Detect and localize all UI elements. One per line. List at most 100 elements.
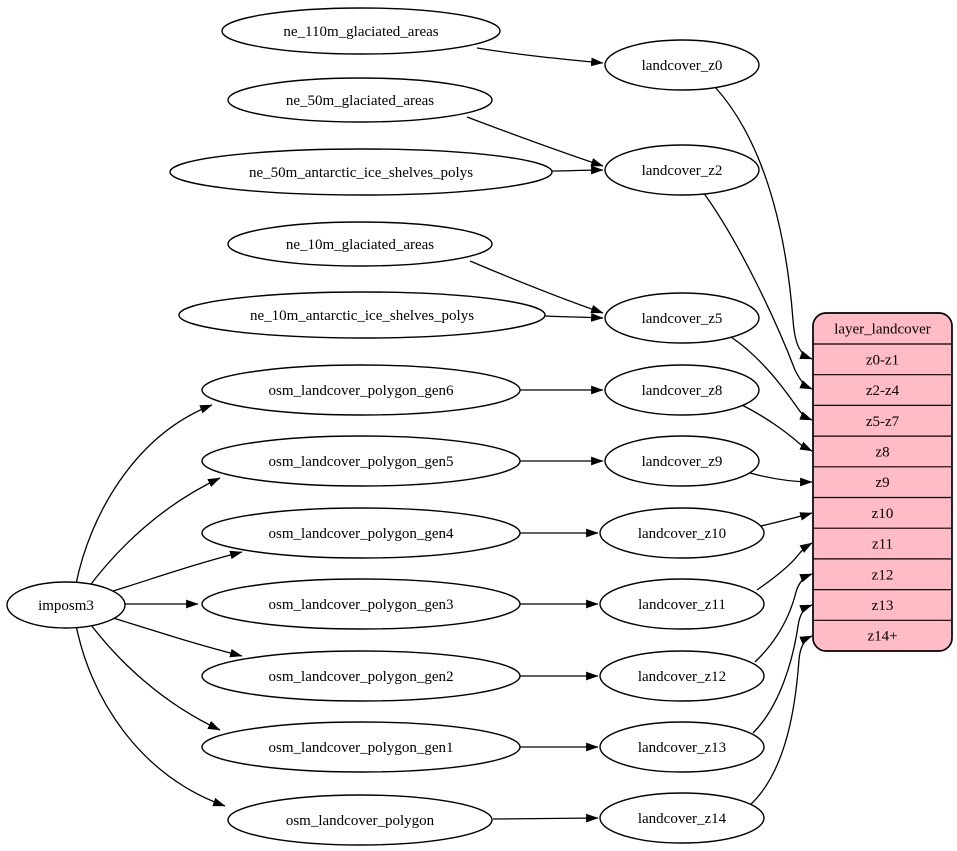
node-label-ne-110m-glaciated-areas: ne_110m_glaciated_areas [283,24,438,40]
node-label-osm-landcover-polygon-gen5: osm_landcover_polygon_gen5 [269,454,454,470]
node-ellipse-landcover-z5 [604,292,760,344]
edge-landcover-z2-to-layer-landcover-z2-z4 [702,191,813,390]
node-label-landcover-z10: landcover_z10 [638,526,726,542]
node-label-landcover-z2: landcover_z2 [642,163,723,179]
node-osm-landcover-polygon-gen6: osm_landcover_polygon_gen6 [201,364,521,416]
node-ellipse-ne-10m-antarctic-ice-shelves-polys [178,291,546,339]
node-ellipse-ne-50m-glaciated-areas [227,77,493,123]
edge-imposm3-to-osm-landcover-polygon-gen1 [87,620,221,731]
node-landcover-z13: landcover_z13 [599,721,765,773]
record-row-z9: z9 [875,475,889,491]
record-row-z11: z11 [872,537,893,553]
node-label-osm-landcover-polygon-gen2: osm_landcover_polygon_gen2 [269,669,454,685]
node-label-osm-landcover-polygon-gen4: osm_landcover_polygon_gen4 [269,526,454,542]
node-landcover-z2: landcover_z2 [604,144,760,196]
node-ellipse-osm-landcover-polygon-gen6 [201,364,521,416]
edge-landcover-z14-to-layer-landcover-z14plus [749,635,813,806]
node-ellipse-osm-landcover-polygon-gen4 [201,507,521,559]
node-ellipse-imposm3 [6,581,126,629]
record-row-z13: z13 [872,598,894,614]
edge-imposm3-to-osm-landcover-polygon-gen2 [109,616,243,658]
node-ellipse-landcover-z13 [599,721,765,773]
node-label-ne-50m-antarctic-ice-shelves-polys: ne_50m_antarctic_ice_shelves_polys [249,165,473,181]
node-label-ne-10m-glaciated-areas: ne_10m_glaciated_areas [286,237,434,253]
edge-landcover-z8-to-layer-landcover-z8 [739,403,813,452]
edge-ne-10m-glaciated-areas-to-landcover-z5 [469,260,604,314]
record-row-z2-z4: z2-z4 [866,383,900,399]
node-osm-landcover-polygon-gen1: osm_landcover_polygon_gen1 [201,721,521,773]
record-row-z8: z8 [875,444,889,460]
node-ellipse-landcover-z8 [604,364,760,416]
node-label-imposm3: imposm3 [38,598,94,614]
edge-osm-landcover-polygon-to-landcover-z14 [492,813,599,823]
node-label-landcover-z0: landcover_z0 [642,58,723,74]
node-ne-10m-glaciated-areas: ne_10m_glaciated_areas [227,221,493,267]
edge-ne-10m-antarctic-ice-shelves-polys-to-landcover-z5 [544,313,604,322]
node-label-landcover-z5: landcover_z5 [642,311,723,327]
record-outline [812,312,953,652]
node-label-landcover-z11: landcover_z11 [638,597,726,613]
node-label-osm-landcover-polygon-gen3: osm_landcover_polygon_gen3 [269,597,454,613]
node-ellipse-osm-landcover-polygon-gen3 [201,578,521,630]
node-osm-landcover-polygon-gen4: osm_landcover_polygon_gen4 [201,507,521,559]
node-landcover-z10: landcover_z10 [599,507,765,559]
edge-imposm3-to-osm-landcover-polygon [75,624,226,807]
node-ellipse-landcover-z12 [599,650,765,702]
node-ne-10m-antarctic-ice-shelves-polys: ne_10m_antarctic_ice_shelves_polys [178,291,546,339]
node-landcover-z8: landcover_z8 [604,364,760,416]
node-ellipse-ne-50m-antarctic-ice-shelves-polys [169,148,553,196]
node-ellipse-landcover-z2 [604,144,760,196]
node-landcover-z0: landcover_z0 [604,39,760,91]
node-label-osm-landcover-polygon-gen6: osm_landcover_polygon_gen6 [269,383,454,399]
node-osm-landcover-polygon: osm_landcover_polygon [227,794,493,846]
node-osm-landcover-polygon-gen3: osm_landcover_polygon_gen3 [201,578,521,630]
node-landcover-z12: landcover_z12 [599,650,765,702]
node-label-landcover-z14: landcover_z14 [638,811,727,827]
node-landcover-z14: landcover_z14 [599,792,765,844]
node-label-osm-landcover-polygon: osm_landcover_polygon [286,813,435,829]
edge-landcover-z10-to-layer-landcover-z10 [760,512,813,527]
node-osm-landcover-polygon-gen5: osm_landcover_polygon_gen5 [201,435,521,487]
node-ellipse-osm-landcover-polygon-gen5 [201,435,521,487]
edge-ne-50m-antarctic-ice-shelves-polys-to-landcover-z2 [551,165,604,175]
node-osm-landcover-polygon-gen2: osm_landcover_polygon_gen2 [201,650,521,702]
node-label-ne-50m-glaciated-areas: ne_50m_glaciated_areas [286,93,434,109]
edge-landcover-z13-to-layer-landcover-z13 [752,604,813,734]
node-ne-110m-glaciated-areas: ne_110m_glaciated_areas [221,7,501,55]
node-ellipse-osm-landcover-polygon-gen2 [201,650,521,702]
node-ellipse-landcover-z14 [599,792,765,844]
record-row-z14plus: z14+ [867,629,897,645]
node-ellipse-osm-landcover-polygon [227,794,493,846]
node-label-landcover-z9: landcover_z9 [642,454,723,470]
node-ellipse-landcover-z10 [599,507,765,559]
record-title: layer_landcover [834,322,931,338]
edge-landcover-z9-to-layer-landcover-z9 [749,472,813,487]
node-ellipse-landcover-z11 [599,578,765,630]
edge-ne-110m-glaciated-areas-to-landcover-z0 [476,47,604,67]
edge-landcover-z5-to-layer-landcover-z5-z7 [730,336,813,421]
edge-imposm3-to-osm-landcover-polygon-gen4 [109,550,243,593]
edge-ne-50m-glaciated-areas-to-landcover-z2 [466,116,604,167]
edge-landcover-z12-to-layer-landcover-z12 [754,573,813,663]
record-row-z0-z1: z0-z1 [866,352,899,368]
node-ellipse-ne-10m-glaciated-areas [227,221,493,267]
record-row-z10: z10 [872,506,894,522]
node-landcover-z11: landcover_z11 [599,578,765,630]
node-ellipse-ne-110m-glaciated-areas [221,7,501,55]
node-label-ne-10m-antarctic-ice-shelves-polys: ne_10m_antarctic_ice_shelves_polys [250,308,474,324]
edge-imposm3-to-osm-landcover-polygon-gen6 [75,404,213,585]
node-label-landcover-z8: landcover_z8 [642,383,723,399]
node-landcover-z5: landcover_z5 [604,292,760,344]
node-ne-50m-glaciated-areas: ne_50m_glaciated_areas [227,77,493,123]
edge-landcover-z11-to-layer-landcover-z11 [756,542,813,591]
record-node-layer-landcover: layer_landcover [812,312,953,652]
edge-landcover-z0-to-layer-landcover-z0-z1 [714,86,813,360]
record-row-z5-z7: z5-z7 [866,414,900,430]
node-ne-50m-antarctic-ice-shelves-polys: ne_50m_antarctic_ice_shelves_polys [169,148,553,196]
node-ellipse-osm-landcover-polygon-gen1 [201,721,521,773]
edge-imposm3-to-osm-landcover-polygon-gen5 [87,477,221,589]
node-imposm3: imposm3 [6,581,126,629]
node-label-landcover-z12: landcover_z12 [638,669,726,685]
